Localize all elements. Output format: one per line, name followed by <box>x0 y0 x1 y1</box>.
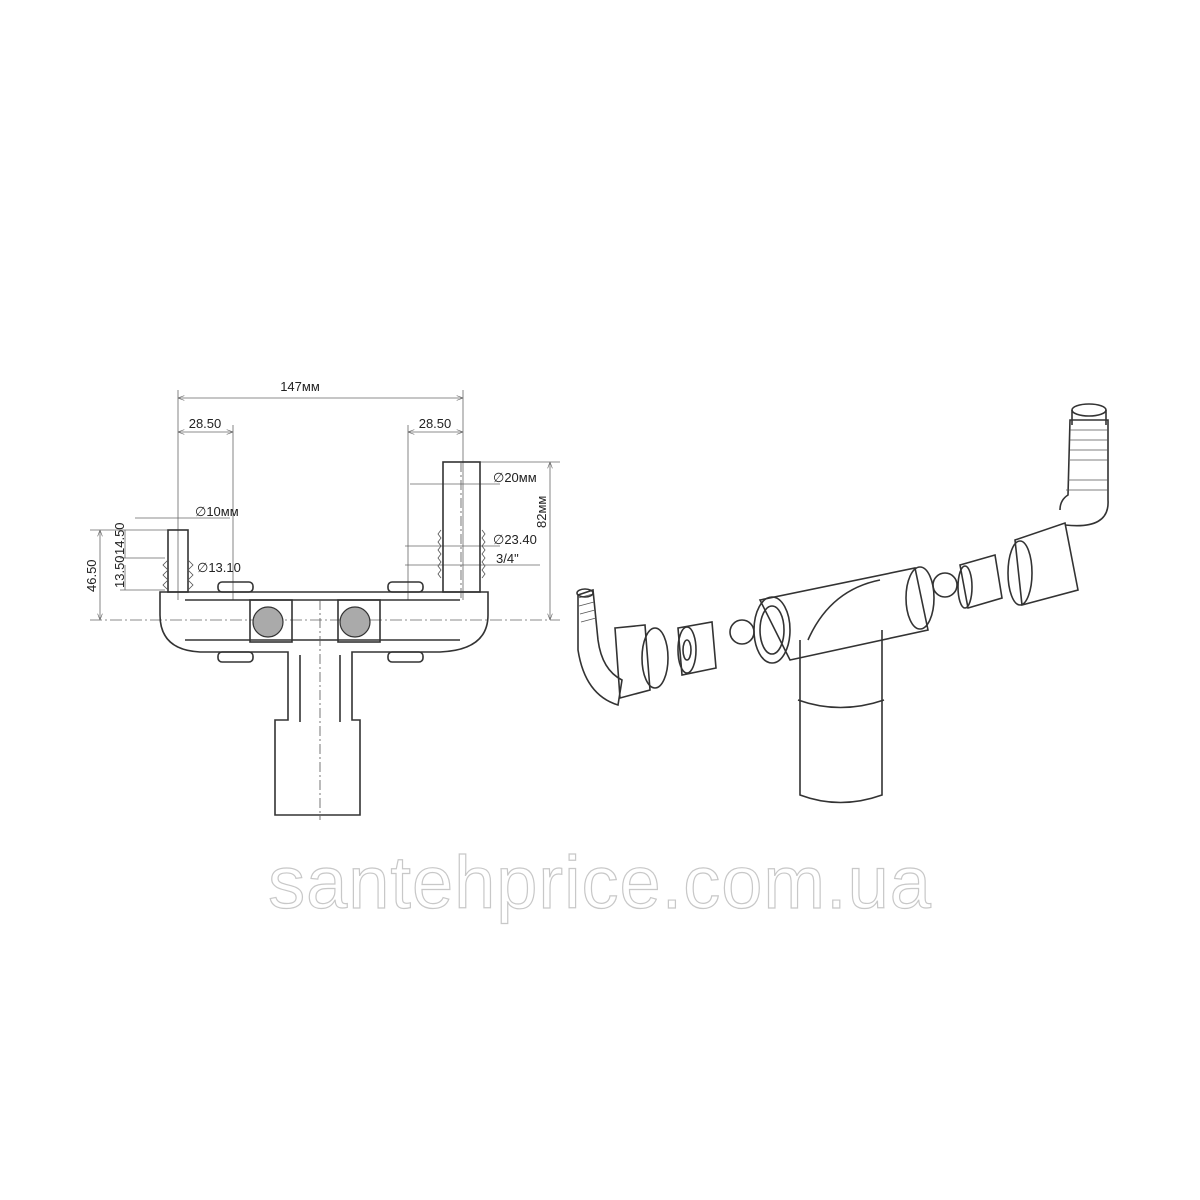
dim-small-len-2: 13.50 <box>112 555 127 588</box>
dim-right-offset: 28.50 <box>419 416 452 431</box>
dim-small-inlet-diameter: ∅10мм <box>195 504 239 519</box>
dim-large-inlet-diameter: ∅20мм <box>493 470 537 485</box>
dim-small-height: 46.50 <box>84 559 99 592</box>
section-view: 147мм 28.50 28.50 ∅10мм ∅13.10 14.50 13.… <box>84 379 560 820</box>
dim-overall-width: 147мм <box>280 379 320 394</box>
dim-small-len-1: 14.50 <box>112 522 127 555</box>
dim-small-inlet-outer: ∅13.10 <box>197 560 241 575</box>
dim-large-inlet-outer: ∅23.40 <box>493 532 537 547</box>
dim-left-offset: 28.50 <box>189 416 222 431</box>
dim-large-height: 82мм <box>534 496 549 528</box>
exploded-view <box>576 403 1109 804</box>
dim-thread: 3/4" <box>496 551 519 566</box>
watermark: santehprice.com.ua <box>267 840 932 924</box>
